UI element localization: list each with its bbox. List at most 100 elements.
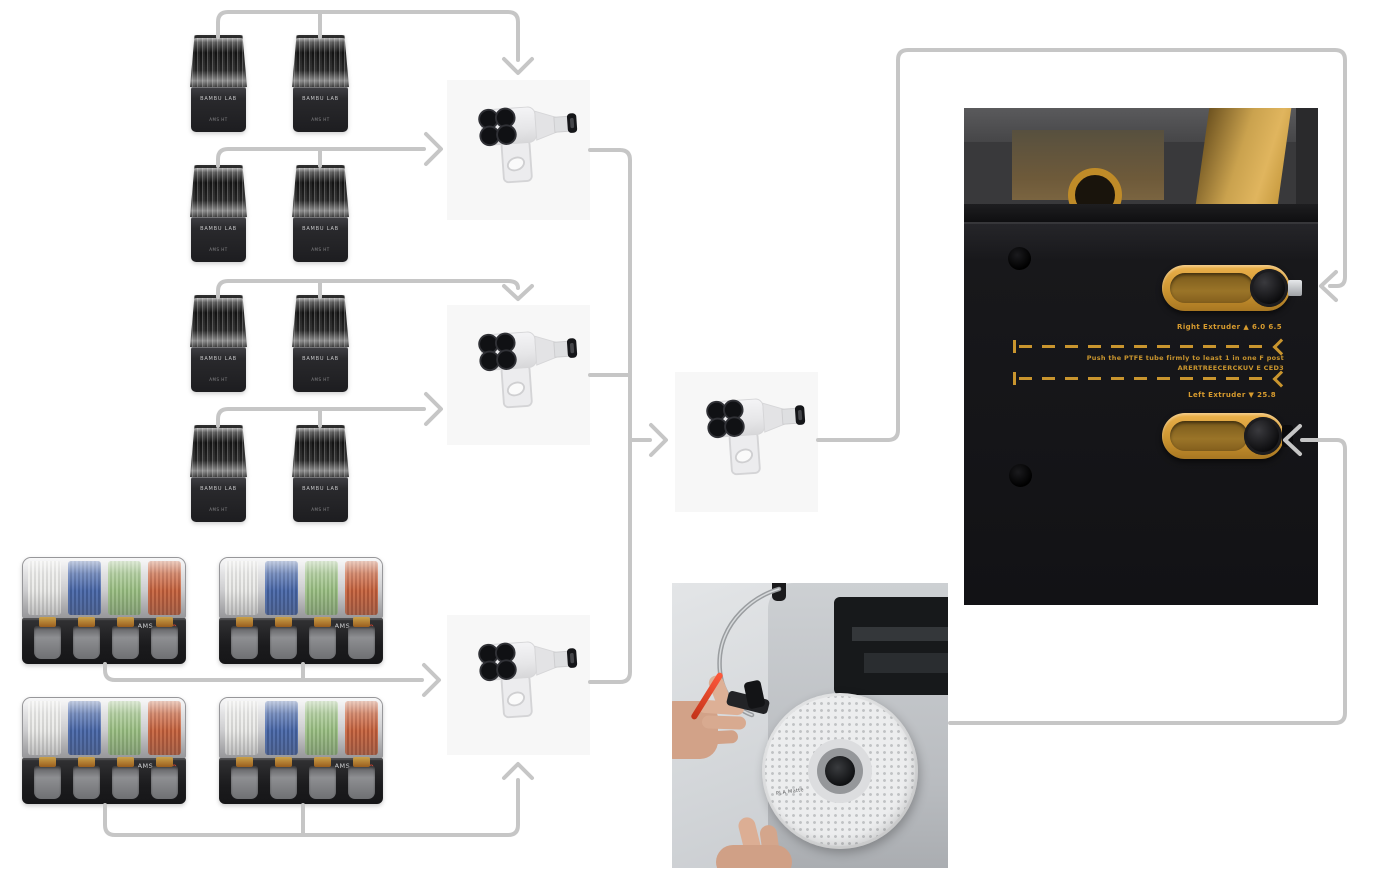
ams-ht-brand-label: BAMBU LAB: [200, 96, 237, 102]
hub-tile-3: [447, 615, 590, 755]
printer-underside: [964, 108, 1318, 222]
guide-chevron-icon: [1272, 370, 1290, 387]
four-to-one-hub-icon: [705, 398, 805, 476]
spool-holder: [151, 617, 178, 659]
hub-tile-2: [447, 305, 590, 445]
hub-tile-final: [675, 372, 818, 512]
ptfe-dashed-guide-upper: [1013, 338, 1290, 355]
spool-holder: [151, 757, 178, 799]
ams-2-base: AMS 2 Pro: [219, 617, 383, 664]
ptfe-note-line2: ARERTREECERCKUV E CED3: [1177, 364, 1284, 372]
ams-ht-body: BAMBU LAB AMS HT: [191, 217, 246, 262]
port-groove: [1170, 273, 1254, 303]
filament-spool-white: [225, 701, 258, 755]
ams-ht-lid: [292, 425, 349, 477]
spool-holder: [309, 757, 336, 799]
spool-holder: [73, 617, 100, 659]
ams-ht-lid: [190, 425, 247, 477]
guide-dashes: [1019, 345, 1272, 348]
ams-ht-body: BAMBU LAB AMS HT: [191, 347, 246, 392]
filament-spool-green: [305, 701, 338, 755]
spool-holder: [112, 617, 139, 659]
ams-ht-model-label: AMS HT: [209, 247, 228, 252]
printer-rear-panel-photo: Right Extruder ▲ 6.0 6.5 Push the PTFE t…: [964, 108, 1318, 605]
four-to-one-hub-icon: [477, 641, 577, 719]
ams-ht-unit: BAMBU LAB AMS HT: [292, 35, 349, 132]
filament-spool-orange: [148, 561, 181, 615]
guide-end-bar: [1013, 340, 1016, 353]
port-groove: [1170, 421, 1248, 451]
base-strip: [964, 204, 1318, 222]
ams-ht-lid: [190, 35, 247, 87]
ams-2-pro-unit: AMS 2 Pro: [22, 557, 186, 664]
ams-ht-lid: [292, 295, 349, 347]
gold-reflection: [1194, 108, 1292, 212]
guide-chevron-icon: [1272, 338, 1290, 355]
right-extruder-port: [1162, 265, 1302, 311]
ams-2-pro-unit: AMS 2 Pro: [219, 557, 383, 664]
filament-spool-blue: [68, 561, 101, 615]
ams-ht-unit: BAMBU LAB AMS HT: [292, 425, 349, 522]
ptfe-dashed-guide-lower: [1013, 370, 1290, 387]
left-extruder-port: [1162, 413, 1293, 459]
ams-ht-model-label: AMS HT: [311, 507, 330, 512]
guide-end-bar: [1013, 372, 1016, 385]
guide-dashes: [1019, 377, 1272, 380]
ams-ht-unit: BAMBU LAB AMS HT: [292, 295, 349, 392]
ams-ht-body: BAMBU LAB AMS HT: [191, 87, 246, 132]
filament-spool-white: [28, 561, 61, 615]
filament-spool-orange: [345, 561, 378, 615]
filament-spool-orange: [148, 701, 181, 755]
four-to-one-hub-icon: [477, 106, 577, 184]
spool-holder: [112, 757, 139, 799]
ams-ht-model-label: AMS HT: [311, 247, 330, 252]
ams-2-base: AMS 2 Pro: [219, 757, 383, 804]
ams-ht-body: BAMBU LAB AMS HT: [191, 477, 246, 522]
ams-ht-unit: BAMBU LAB AMS HT: [190, 165, 247, 262]
ams-2-pro-unit: AMS 2 Pro: [219, 697, 383, 804]
filament-spool-blue: [265, 701, 298, 755]
ptfe-coupler: [1288, 280, 1302, 296]
external-spool: PLA Matte: [762, 693, 918, 849]
panel-screw-hole: [1008, 247, 1031, 270]
filament-spool-green: [108, 701, 141, 755]
ams-ht-lid: [190, 165, 247, 217]
filament-spool-green: [108, 561, 141, 615]
ams-ht-brand-label: BAMBU LAB: [302, 96, 339, 102]
ams-ht-body: BAMBU LAB AMS HT: [293, 217, 348, 262]
spool-holder: [270, 617, 297, 659]
ams-2-lid: [219, 557, 383, 618]
ams-ht-brand-label: BAMBU LAB: [302, 486, 339, 492]
filament-spool-green: [305, 561, 338, 615]
ams-ht-unit: BAMBU LAB AMS HT: [190, 295, 247, 392]
ams-ht-unit: BAMBU LAB AMS HT: [190, 35, 247, 132]
ams-ht-lid: [292, 165, 349, 217]
ams-ht-body: BAMBU LAB AMS HT: [293, 87, 348, 132]
spool-holder: [348, 757, 375, 799]
ams-ht-lid: [190, 295, 247, 347]
ams-2-base: AMS 2 Pro: [22, 617, 186, 664]
spool-holder: [270, 757, 297, 799]
ams-ht-brand-label: BAMBU LAB: [302, 226, 339, 232]
ams-2-lid: [22, 557, 186, 618]
left-hand-finger: [697, 729, 739, 746]
port-connector-tip: [1282, 425, 1293, 447]
spool-label: PLA Matte: [775, 787, 805, 797]
spool-center-plate: [808, 739, 872, 803]
spool-hub-ring: [817, 748, 863, 794]
ams-ht-body: BAMBU LAB AMS HT: [293, 347, 348, 392]
spool-holder: [309, 617, 336, 659]
spool-mount-photo: PLA Matte: [672, 583, 948, 868]
filament-spool-white: [28, 701, 61, 755]
spool-holder: [231, 617, 258, 659]
spool-holder: [231, 757, 258, 799]
spool-holder: [348, 617, 375, 659]
ams-ht-model-label: AMS HT: [209, 507, 228, 512]
ams-ht-lid: [292, 35, 349, 87]
filament-spool-white: [225, 561, 258, 615]
port-connector: [1244, 417, 1282, 455]
spool-hub-hole: [825, 756, 855, 786]
left-hand-finger: [701, 715, 747, 730]
ams-ht-brand-label: BAMBU LAB: [302, 356, 339, 362]
